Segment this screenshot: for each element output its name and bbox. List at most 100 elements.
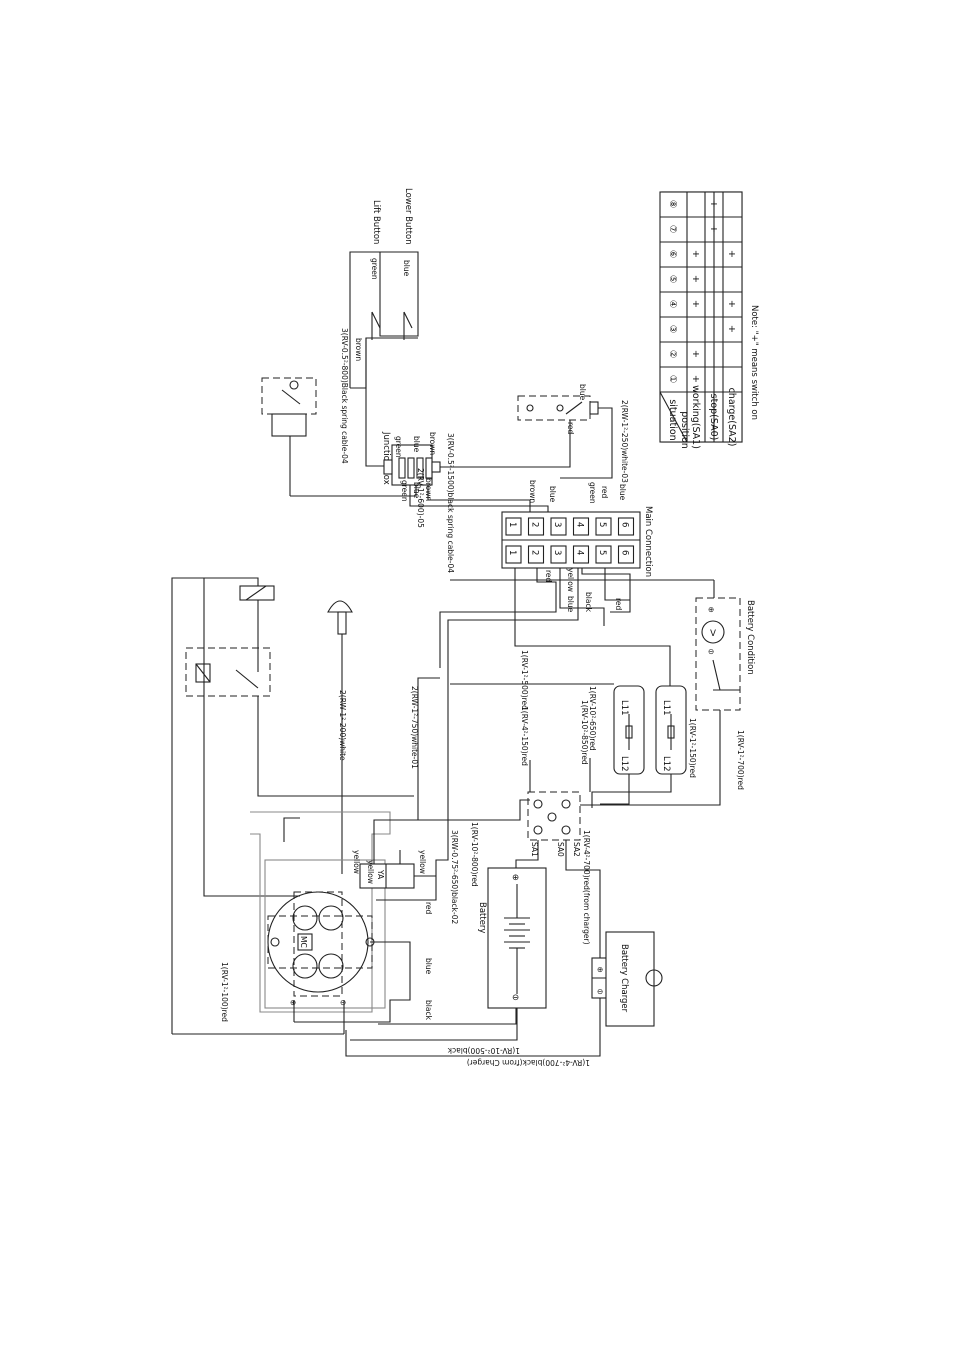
col-2: ② [667, 350, 678, 359]
main-connection-label: Main Connection [643, 506, 653, 577]
mc-bot-red: red [544, 570, 553, 583]
row-charge-label: charge(SA2) [726, 388, 737, 447]
wire-black650: 3(RW-0.75²-650)black-02 [450, 830, 459, 924]
motor-plus-icon: ⊕ [290, 998, 296, 1007]
mc-top-blue: blue [548, 486, 557, 503]
key-switch: SA1 SA0 SA2 [515, 758, 601, 958]
col-6: ⑥ [667, 250, 678, 259]
battery-label: Battery [477, 902, 487, 933]
mc-top-green: green [588, 482, 597, 504]
terminal-top-1 [505, 517, 522, 536]
jb-spring-cable: 3(RV-0.5²-1500)black spring cable-04 [446, 433, 455, 573]
wire-r800: 1(RV-10²-800)red [470, 822, 479, 887]
col-8: ⑧ [667, 200, 678, 209]
voltmeter-label: V [710, 629, 716, 639]
connector-sensor: blue red [517, 384, 613, 479]
sa2-label: SA2 [572, 842, 581, 857]
fuse1-l12: L12 [619, 756, 629, 772]
terminal-top-6 [617, 517, 635, 536]
battery-charger: ⊕ ⊖ Battery Charger [345, 931, 663, 1057]
terminal-top-4 [572, 517, 590, 536]
terminal-top-3-label: 3 [552, 522, 562, 527]
jb-brown-top: brown [428, 432, 437, 455]
wire-r850: 1(RV-10²-850)red [580, 700, 589, 765]
button-wire-brown: brown [354, 338, 363, 361]
terminal-bot-1-label: 1 [507, 550, 517, 555]
terminal-bot-2-label: 2 [530, 550, 540, 555]
terminal-bot-4 [572, 545, 590, 564]
battery: Battery ⊕ ⊖ [477, 867, 547, 1009]
lift-wire-green: green [370, 258, 379, 280]
terminal-bot-1 [505, 545, 522, 564]
wire-r700: 1(RV-1²-700)red [736, 730, 745, 790]
terminal-top-6-label: 6 [620, 522, 630, 527]
wire-05: 2(RV-1²-600)-05 [416, 468, 425, 528]
fuse2-l11: L11 [661, 700, 671, 716]
sa0-label: SA0 [556, 842, 565, 857]
mc-label: MC [299, 936, 308, 948]
sa1-label: SA1 [530, 842, 539, 857]
motor-pump: MC ⊕ ⊖ [172, 811, 411, 1035]
terminal-bot-3-label: 3 [552, 550, 562, 555]
row-working-label: working(SA1) [690, 385, 701, 449]
terminal-top-2-label: 2 [530, 522, 540, 527]
battery-plus-icon: ⊕ [512, 873, 519, 883]
motor-blue: blue [424, 958, 433, 975]
button-panel: Lift Button Lower Button green blue brow… [349, 188, 419, 389]
table-cell: + [710, 199, 718, 210]
vm-plus-icon: ⊕ [708, 605, 714, 614]
jb-green-top: green [394, 436, 403, 458]
mc-bot-red2: red [614, 598, 623, 611]
terminal-top-2 [527, 517, 545, 536]
battery-charger-label: Battery Charger [619, 944, 629, 1013]
horn [327, 600, 353, 874]
motor-black: black [424, 1000, 433, 1021]
table-note: Note: "+" means switch on [749, 305, 759, 420]
jb-blue-top: blue [412, 436, 421, 453]
col-1: ① [667, 375, 678, 384]
wire-r650: 1(RV-10²-650)red [588, 686, 597, 751]
table-cell: + [692, 274, 700, 285]
junction-box-label: Junction Box [381, 431, 391, 485]
table-cell: + [710, 224, 718, 235]
battery-minus-icon: ⊖ [512, 993, 519, 1003]
col-5: ⑤ [667, 275, 678, 284]
ya-yellow-right: yellow [418, 850, 427, 874]
terminal-top-3 [550, 517, 567, 536]
relay [171, 577, 414, 1034]
table-cell: + [728, 299, 736, 310]
mc-top-brown: brown [528, 480, 537, 503]
switch-table-content: situation position ① ② ③ ④ ⑤ ⑥ ⑦ ⑧ worki… [659, 191, 743, 449]
jb-green-bot: green [400, 480, 409, 502]
wire-white-03: 2(RW-1²-250)white-03 [620, 400, 629, 483]
wire-r150b: 1(RV-1²-150)red [688, 718, 697, 778]
mc-bot-blue: blue [566, 596, 575, 613]
terminal-bot-5-label: 5 [597, 550, 607, 555]
charger-plus-icon: ⊕ [597, 965, 603, 974]
table-header-situation: situation [667, 399, 678, 440]
terminal-top-5 [595, 517, 612, 536]
mc-top-blue2: blue [618, 484, 627, 501]
table-cell: + [728, 249, 736, 260]
limit-switch [261, 377, 317, 496]
col-7: ⑦ [667, 225, 678, 234]
battery-condition-label: Battery Condition [745, 600, 755, 675]
lower-wire-blue: blue [402, 260, 411, 277]
table-cell: + [692, 249, 700, 260]
vm-minus-icon: ⊖ [708, 647, 714, 656]
terminal-top-4-label: 4 [575, 522, 585, 527]
wire-white750: 2(RW-1²-750)white-01 [410, 686, 419, 769]
solenoid-ya: YA yellow yellow yellow [352, 819, 436, 889]
fuse1-l11: L11 [619, 700, 629, 716]
col-4: ④ [667, 300, 678, 309]
spring-cable-04: 3(RV-0.5²-800)Black spring cable-04 [340, 328, 349, 464]
table-header-position: position [679, 411, 690, 449]
terminal-bot-3 [550, 545, 567, 564]
terminal-bot-2 [527, 545, 545, 564]
wire-black500: 1(RV-10²-500)black [447, 1046, 520, 1055]
battery-condition: Battery Condition V ⊕ ⊖ [450, 579, 755, 806]
table-cell: + [692, 374, 700, 385]
wire-r150: 1(RV-4²-150)red [520, 706, 529, 766]
